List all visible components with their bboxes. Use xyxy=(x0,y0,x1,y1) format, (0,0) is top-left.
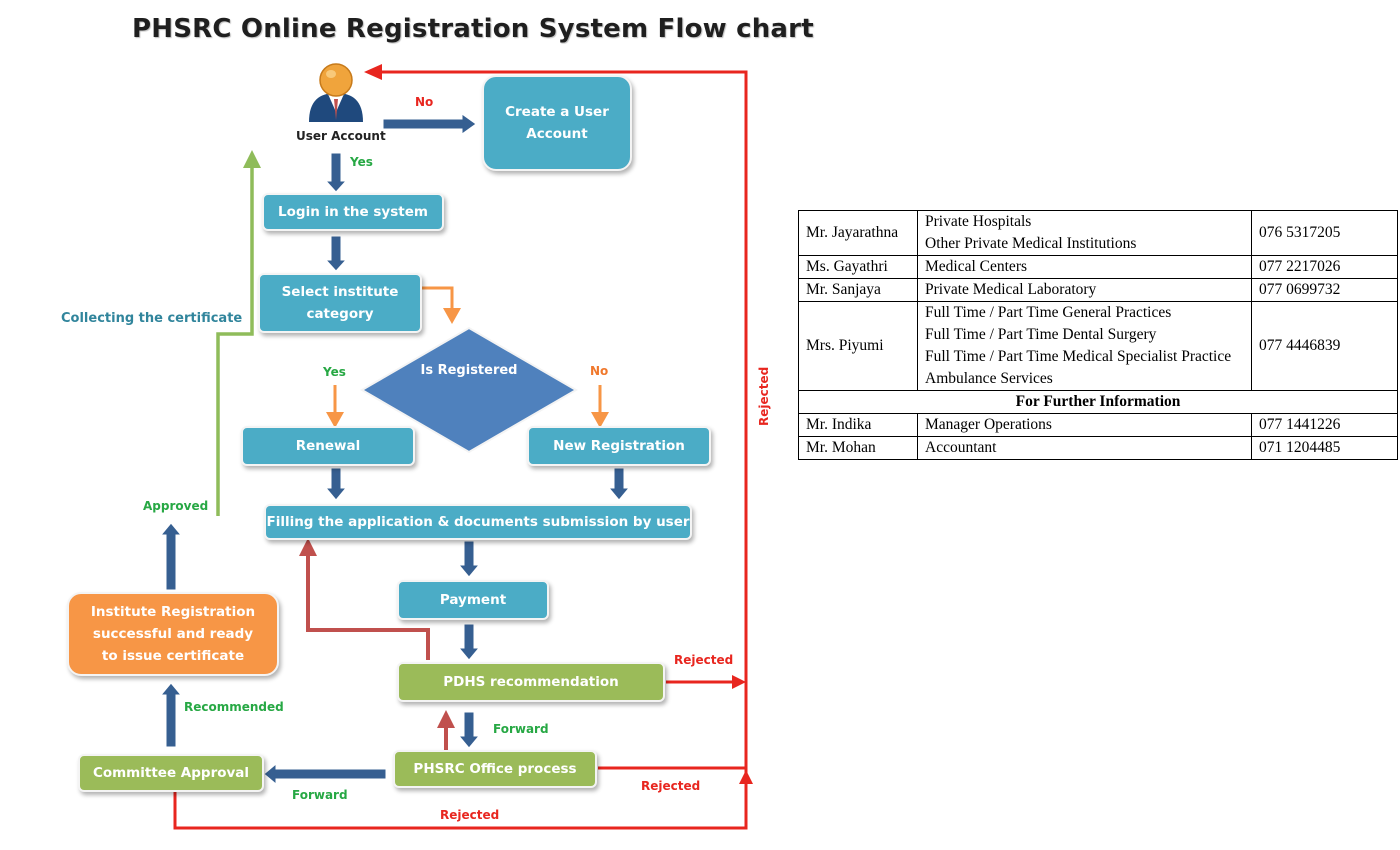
collect-certificate-arrowhead xyxy=(243,150,261,168)
contact-area-line: Full Time / Part Time General Practices xyxy=(925,304,1172,321)
contact-phone: 077 0699732 xyxy=(1251,278,1398,302)
contact-area-line: Full Time / Part Time Dental Surgery xyxy=(925,326,1157,343)
arrow-approved xyxy=(159,522,183,591)
rejected-office-label: Rejected xyxy=(641,779,701,793)
rejected-pdhs-arrowhead xyxy=(732,675,746,689)
yes-login-label: Yes xyxy=(350,155,373,169)
contact-name: Mr. Mohan xyxy=(798,436,918,460)
flowchart-canvas xyxy=(159,63,753,830)
is-registered-label: Is Registered xyxy=(420,363,518,378)
contact-name: Mrs. Piyumi xyxy=(798,301,918,391)
table-row: Mr. Jayarathna Private Hospitals Other P… xyxy=(798,210,1398,256)
committee-approval-box: Committee Approval xyxy=(78,754,264,792)
select-to-diamond-arrowhead xyxy=(443,308,461,324)
arrow-to-login xyxy=(324,152,348,193)
create-account-box: Create a User Account xyxy=(482,75,632,171)
filling-application-box: Filling the application & documents subm… xyxy=(264,504,692,540)
table-row: Mr. Sanjaya Private Medical Laboratory 0… xyxy=(798,278,1398,302)
contact-area-line: Private Hospitals xyxy=(925,213,1032,230)
office-return-arrowhead xyxy=(437,710,455,728)
payment-box: Payment xyxy=(397,580,549,620)
contact-areas: Medical Centers xyxy=(917,255,1252,279)
rejected-pdhs-label: Rejected xyxy=(674,653,734,667)
rejected-vertical-label: Rejected xyxy=(757,366,771,426)
table-row: For Further Information xyxy=(798,390,1398,414)
pdhs-return-line xyxy=(306,548,430,660)
blue-flow-arrows xyxy=(159,113,631,786)
rejected-office-arrowhead xyxy=(739,770,753,784)
contact-areas: Private Hospitals Other Private Medical … xyxy=(917,210,1252,256)
yes-renewal-arrowhead xyxy=(326,412,344,428)
contact-name: Ms. Gayathri xyxy=(798,255,918,279)
contact-area-line: Full Time / Part Time Medical Specialist… xyxy=(925,348,1232,365)
rejected-top-arrowhead xyxy=(364,64,382,80)
table-row: Mr. Indika Manager Operations 077 144122… xyxy=(798,413,1398,437)
institute-registration-box: Institute Registration successful and re… xyxy=(67,592,279,676)
no-new-arrowhead xyxy=(591,412,609,428)
contact-areas: Private Medical Laboratory xyxy=(917,278,1252,302)
contact-phone: 071 1204485 xyxy=(1251,436,1398,460)
contact-phone: 076 5317205 xyxy=(1251,210,1398,256)
login-box: Login in the system xyxy=(262,193,444,231)
no-create-label: No xyxy=(415,95,434,109)
contact-role: Accountant xyxy=(917,436,1252,460)
contact-name: Mr. Sanjaya xyxy=(798,278,918,302)
no-new-label: No xyxy=(590,364,609,378)
rejected-bottom-line xyxy=(173,70,748,830)
contact-area-line: Private Medical Laboratory xyxy=(925,281,1097,298)
is-registered-diamond xyxy=(360,326,578,454)
approved-label: Approved xyxy=(143,499,209,513)
recommended-label: Recommended xyxy=(184,700,284,714)
select-category-box: Select institute category xyxy=(258,273,422,333)
contact-name: Mr. Indika xyxy=(798,413,918,437)
arrow-to-pdhs xyxy=(457,623,481,661)
contact-table: Mr. Jayarathna Private Hospitals Other P… xyxy=(798,210,1398,460)
arrow-renewal-to-filling xyxy=(324,467,348,501)
contact-phone: 077 1441226 xyxy=(1251,413,1398,437)
contact-area-line: Medical Centers xyxy=(925,258,1028,275)
rejected-bottom-label: Rejected xyxy=(440,808,500,822)
phsrc-office-process-box: PHSRC Office process xyxy=(393,750,597,788)
pdhs-recommendation-box: PDHS recommendation xyxy=(397,662,665,702)
arrow-new-to-filling xyxy=(607,467,631,501)
forward-office-label: Forward xyxy=(493,722,549,736)
table-row: Mrs. Piyumi Full Time / Part Time Genera… xyxy=(798,301,1398,391)
contact-areas: Full Time / Part Time General Practices … xyxy=(917,301,1252,391)
arrow-to-committee xyxy=(263,762,387,786)
collecting-certificate-label: Collecting the certificate xyxy=(61,311,243,326)
table-row: Ms. Gayathri Medical Centers 077 2217026 xyxy=(798,255,1398,279)
contact-area-line: Ambulance Services xyxy=(925,370,1053,387)
arrow-to-create-account xyxy=(382,113,477,135)
user-person-icon xyxy=(309,63,363,122)
table-row: Mr. Mohan Accountant 071 1204485 xyxy=(798,436,1398,460)
arrow-to-office xyxy=(457,711,481,749)
renewal-box: Renewal xyxy=(241,426,415,466)
contact-phone: 077 4446839 xyxy=(1251,301,1398,391)
collect-certificate-line xyxy=(216,162,254,516)
contact-role: Manager Operations xyxy=(917,413,1252,437)
new-registration-box: New Registration xyxy=(527,426,711,466)
pdhs-return-arrowhead xyxy=(299,538,317,556)
arrow-to-payment xyxy=(457,540,481,578)
arrow-to-select xyxy=(324,235,348,272)
contact-name: Mr. Jayarathna xyxy=(798,210,918,256)
forward-committee-label: Forward xyxy=(292,788,348,802)
rejected-loop-lines xyxy=(173,70,748,830)
select-to-diamond-line xyxy=(420,286,454,316)
contact-phone: 077 2217026 xyxy=(1251,255,1398,279)
yes-renewal-label: Yes xyxy=(323,365,346,379)
page-title: PHSRC Online Registration System Flow ch… xyxy=(132,14,814,44)
further-info-heading: For Further Information xyxy=(798,390,1398,414)
contact-area-line: Other Private Medical Institutions xyxy=(925,235,1137,252)
user-account-label: User Account xyxy=(296,129,386,143)
arrow-to-institute xyxy=(159,682,183,748)
